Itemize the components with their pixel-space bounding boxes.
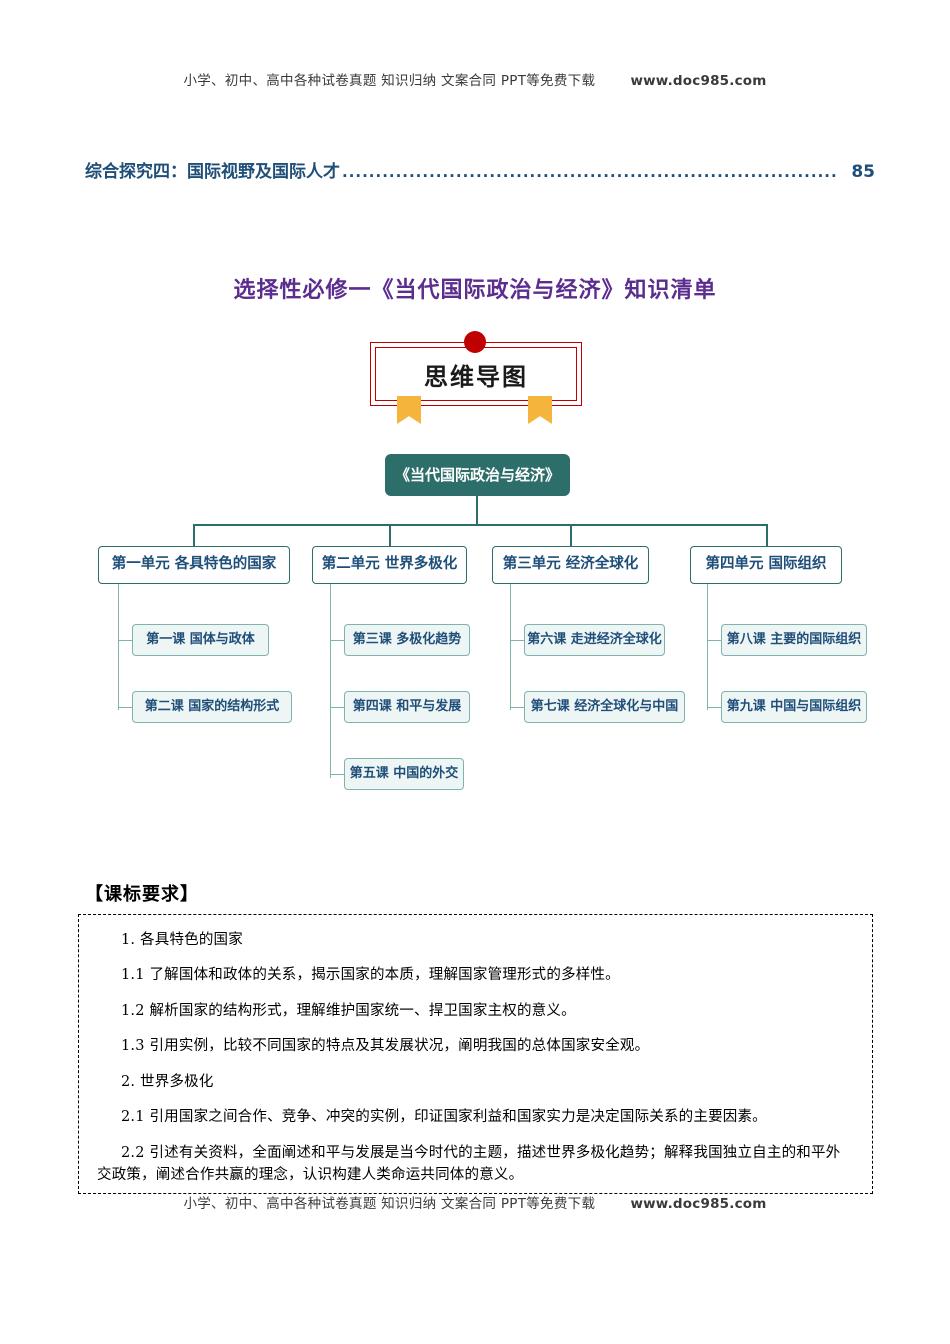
mindmap-lesson-3-2: 第七课 经济全球化与中国 (524, 691, 685, 723)
page-title: 选择性必修一《当代国际政治与经济》知识清单 (233, 277, 717, 303)
requirement-item-4: 1.3 引用实例，比较不同国家的特点及其发展状况，阐明我国的总体国家安全观。 (121, 1038, 650, 1055)
toc-entry[interactable]: 综合探究四：国际视野及国际人才 ........................… (85, 157, 875, 182)
mindmap-lesson-2-3: 第五课 中国的外交 (344, 758, 464, 790)
mindmap-banner: 思维导图 (350, 330, 600, 430)
connector-drop-3 (570, 524, 572, 546)
requirement-item-7: 2.2 引述有关资料，全面阐述和平与发展是当今时代的主题，描述世界多极化趋势；解… (97, 1144, 841, 1184)
connector-unit3-spine (510, 584, 512, 710)
watermark-site-bottom: www.doc985.com (630, 1196, 767, 1212)
connector-drop-1 (193, 524, 195, 546)
banner-dot-icon (464, 331, 486, 353)
connector-unit-bus (193, 524, 766, 526)
requirement-item-2: 1.1 了解国体和政体的关系，揭示国家的本质，理解国家管理形式的多样性。 (121, 967, 620, 984)
mindmap-unit-4: 第四单元 国际组织 (690, 546, 842, 584)
mindmap-root-node: 《当代国际政治与经济》 (385, 454, 570, 496)
connector-root-stem (476, 496, 478, 524)
connector-unit4-branch-2 (707, 707, 721, 709)
connector-unit3-branch-1 (510, 640, 524, 642)
connector-unit2-spine (330, 584, 332, 778)
requirement-item-6: 2.1 引用国家之间合作、竞争、冲突的实例，印证国家利益和国家实力是决定国际关系… (121, 1109, 767, 1126)
mindmap-unit-2: 第二单元 世界多极化 (312, 546, 467, 584)
banner-label: 思维导图 (424, 361, 528, 391)
banner-inner-frame: 思维导图 (375, 347, 577, 401)
watermark-text-bottom: 小学、初中、高中各种试卷真题 知识归纳 文案合同 PPT等免费下载 (183, 1196, 596, 1212)
mindmap-lesson-1-1: 第一课 国体与政体 (132, 624, 269, 656)
mindmap-diagram: 《当代国际政治与经济》 第一单元 各具特色的国家 第一课 国体与政体 第二课 国… (0, 440, 950, 820)
mindmap-lesson-2-1: 第三课 多极化趋势 (344, 624, 470, 656)
connector-unit3-branch-2 (510, 707, 524, 709)
connector-unit1-branch-2 (118, 707, 132, 709)
connector-drop-4 (766, 524, 768, 546)
requirement-item-1: 1. 各具特色的国家 (121, 932, 243, 948)
mindmap-unit-1: 第一单元 各具特色的国家 (98, 546, 290, 584)
connector-unit1-spine (118, 584, 120, 710)
mindmap-lesson-1-2: 第二课 国家的结构形式 (132, 691, 292, 723)
connector-drop-2 (389, 524, 391, 546)
mindmap-unit-3: 第三单元 经济全球化 (492, 546, 649, 584)
watermark-text: 小学、初中、高中各种试卷真题 知识归纳 文案合同 PPT等免费下载 (183, 73, 596, 89)
requirements-title: 【课标要求】 (85, 884, 199, 905)
connector-unit4-spine (707, 584, 709, 710)
requirement-item-5: 2. 世界多极化 (121, 1073, 214, 1090)
requirement-item-3: 1.2 解析国家的结构形式，理解维护国家统一、捍卫国家主权的意义。 (121, 1002, 576, 1019)
connector-unit4-branch-1 (707, 640, 721, 642)
toc-entry-title: 综合探究四：国际视野及国际人才 (85, 162, 340, 182)
connector-unit1-branch-1 (118, 640, 132, 642)
mindmap-lesson-3-1: 第六课 走进经济全球化 (524, 624, 665, 656)
connector-unit2-branch-2 (330, 707, 344, 709)
connector-unit2-branch-1 (330, 640, 344, 642)
mindmap-lesson-4-2: 第九课 中国与国际组织 (721, 691, 867, 723)
watermark-bottom: 小学、初中、高中各种试卷真题 知识归纳 文案合同 PPT等免费下载 www.do… (0, 1192, 950, 1212)
ribbon-right-icon (528, 396, 552, 424)
mindmap-lesson-4-1: 第八课 主要的国际组织 (721, 624, 867, 656)
ribbon-left-icon (397, 396, 421, 424)
watermark-top: 小学、初中、高中各种试卷真题 知识归纳 文案合同 PPT等免费下载 www.do… (0, 69, 950, 89)
mindmap-lesson-2-2: 第四课 和平与发展 (344, 691, 470, 723)
connector-unit2-branch-3 (330, 774, 344, 776)
toc-page-number: 85 (851, 162, 875, 182)
watermark-site: www.doc985.com (630, 73, 767, 89)
toc-leader-dots: ........................................… (342, 163, 838, 181)
requirements-box: 1. 各具特色的国家 1.1 了解国体和政体的关系，揭示国家的本质，理解国家管理… (78, 914, 873, 1194)
